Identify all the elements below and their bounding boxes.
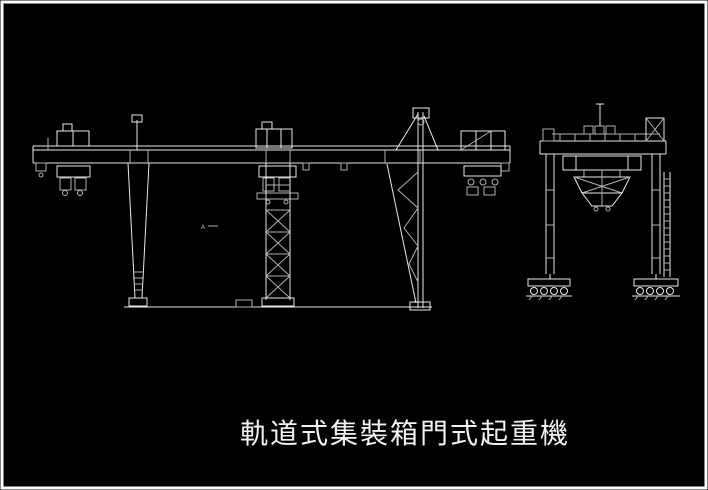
- annotation-label: A: [201, 225, 205, 231]
- trolley-left: [56, 123, 91, 196]
- access-ladder: [663, 172, 671, 277]
- front-elevation-view: A: [32, 107, 511, 311]
- left-leg: [127, 162, 150, 307]
- truss-leg: [386, 107, 439, 311]
- end-view-trolley: [562, 155, 642, 212]
- drawing-title: 軌道式集裝箱門式起重機: [240, 418, 570, 449]
- portal-frame: [539, 103, 667, 274]
- left-mast: [131, 114, 143, 150]
- end-elevation-view: [526, 103, 680, 301]
- bridge-girder: [32, 138, 511, 178]
- view-annotation: A: [201, 225, 218, 231]
- braced-tower: [261, 163, 295, 307]
- wheel-bogie-right: [632, 274, 680, 301]
- trolley-right: [460, 130, 506, 196]
- wheel-bogie-left: [526, 274, 572, 301]
- ground-line: [124, 299, 432, 308]
